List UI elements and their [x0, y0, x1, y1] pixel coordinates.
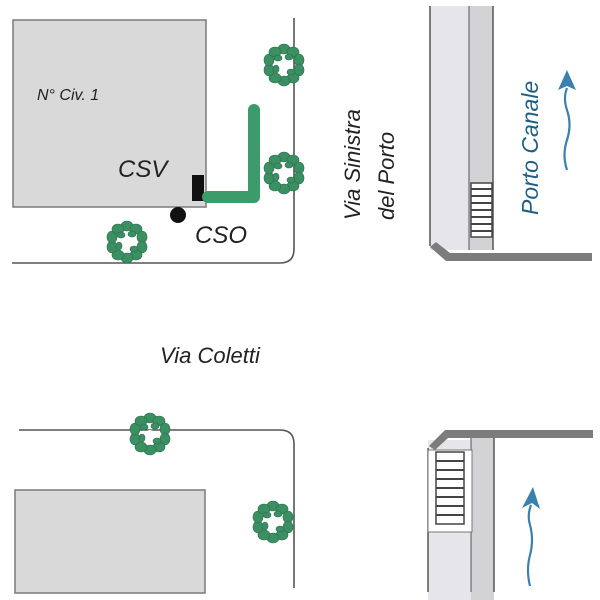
canal-label: Porto Canale — [517, 81, 543, 215]
quay-edge — [430, 242, 592, 261]
street-label-via-sinistra-line1: Via Sinistra — [340, 109, 365, 220]
ladder-icon — [435, 451, 465, 525]
tree-icon — [252, 500, 294, 544]
building — [14, 489, 206, 594]
building-number-label: N° Civ. 1 — [37, 87, 99, 104]
csv-label: CSV — [118, 156, 169, 183]
street-label-via-sinistra-line2: del Porto — [374, 132, 399, 220]
flow-arrow-icon — [558, 70, 576, 171]
quay-edge — [429, 430, 593, 450]
hedge — [202, 104, 260, 203]
curb-line — [12, 18, 295, 264]
tree-icon — [263, 151, 305, 195]
cso-label: CSO — [195, 222, 247, 249]
dock-top — [429, 6, 592, 261]
curb-line — [19, 429, 295, 588]
tree-icon — [263, 43, 305, 87]
tree-icon — [106, 220, 148, 264]
flow-arrow-icon — [522, 487, 540, 587]
csv-valve-icon — [192, 175, 204, 201]
dock-bottom — [427, 430, 593, 600]
building-civ-1 — [12, 19, 207, 208]
tree-icon — [129, 412, 171, 456]
street-label-via-coletti: Via Coletti — [160, 343, 261, 368]
ladder-icon — [470, 182, 493, 238]
cso-manhole-icon — [170, 207, 186, 223]
